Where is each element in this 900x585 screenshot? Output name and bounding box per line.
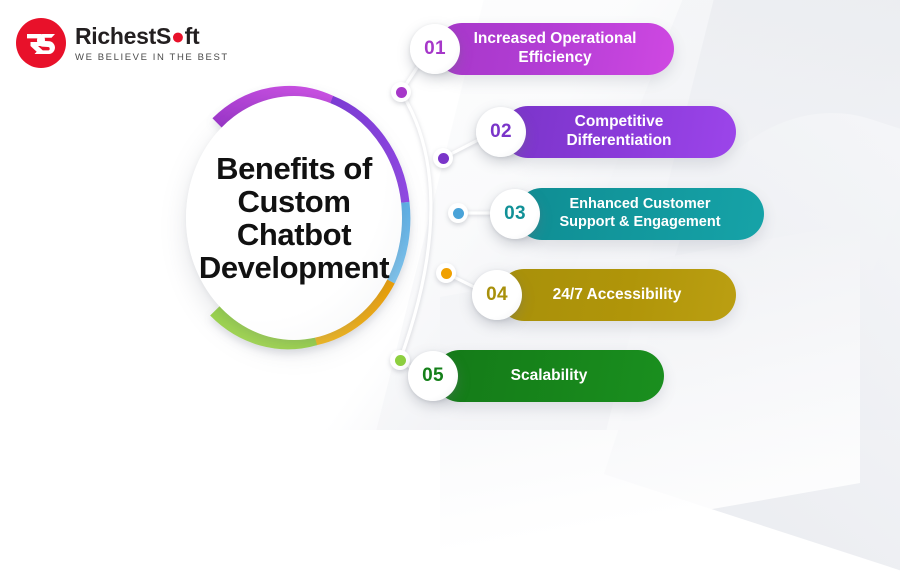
benefit-label-02-line-2: Differentiation (566, 132, 672, 149)
benefit-row-04[interactable]: 04 24/7 Accessibility (472, 269, 736, 321)
benefit-pill-05[interactable]: Scalability (434, 350, 664, 402)
benefit-label-01: Increased Operational Efficiency (474, 30, 637, 68)
benefit-row-03[interactable]: 03 Enhanced Customer Support & Engagemen… (490, 188, 764, 240)
ring-segment-04 (313, 276, 395, 346)
brand-name-part2: ft (184, 23, 200, 50)
title-line-1: Benefits of (216, 150, 372, 186)
ring-segment-05 (210, 304, 318, 350)
benefit-row-02[interactable]: 02 Competitive Differentiation (476, 106, 736, 158)
title-line-3: Chatbot (236, 217, 352, 252)
benefit-number-badge-01[interactable]: 01 (410, 24, 460, 74)
benefit-label-05-line-1: Scalability (510, 366, 588, 384)
benefit-number-badge-02[interactable]: 02 (476, 107, 526, 157)
title-line-2: Custom (237, 183, 351, 219)
benefit-label-01-line-2: Efficiency (518, 49, 592, 66)
benefit-label-02-line-1: Competitive (574, 113, 664, 131)
brand-logo-text: RichestS●ft WE BELIEVE IN THE BEST (75, 23, 229, 63)
title-line-4: Development (198, 250, 390, 286)
benefit-number-badge-04[interactable]: 04 (472, 270, 522, 320)
connector-node-05 (390, 350, 410, 370)
node-dot-04 (440, 267, 452, 279)
benefit-number-02: 02 (490, 121, 512, 142)
benefit-row-05[interactable]: 05 Scalability (408, 350, 664, 402)
connector-node-03 (448, 203, 468, 223)
brand-name-part1: RichestS (75, 23, 172, 50)
brand-name-dot: ● (171, 23, 185, 50)
benefit-label-01-line-1: Increased Operational (473, 30, 637, 48)
node-dot-05 (394, 354, 406, 366)
ring-segment-01 (212, 85, 334, 130)
hub-center-disc (186, 96, 402, 340)
benefit-number-03: 03 (504, 203, 526, 224)
brand-tagline: WE BELIEVE IN THE BEST (75, 52, 229, 64)
benefit-label-04: 24/7 Accessibility (553, 286, 682, 305)
connector-node-02 (433, 148, 453, 168)
brand-name: RichestS●ft (75, 25, 229, 48)
benefit-number-01: 01 (424, 38, 446, 59)
benefit-label-03-line-2: Support & Engagement (559, 214, 721, 230)
richestsoft-logo-icon (16, 18, 66, 68)
benefit-number-badge-03[interactable]: 03 (490, 189, 540, 239)
benefit-pill-01[interactable]: Increased Operational Efficiency (436, 23, 674, 75)
benefit-number-badge-05[interactable]: 05 (408, 351, 458, 401)
benefit-number-05: 05 (422, 365, 444, 386)
node-dot-02 (437, 152, 449, 164)
central-hub: Benefits of Custom Chatbot Development (172, 72, 418, 364)
connector-node-04 (436, 263, 456, 283)
benefit-label-03: Enhanced Customer Support & Engagement (559, 196, 720, 231)
benefit-pill-02[interactable]: Competitive Differentiation (502, 106, 736, 158)
benefit-label-02: Competitive Differentiation (566, 113, 671, 151)
brand-logo[interactable]: RichestS●ft WE BELIEVE IN THE BEST (16, 18, 229, 68)
node-dot-03 (452, 207, 464, 219)
benefit-pill-03[interactable]: Enhanced Customer Support & Engagement (516, 188, 764, 240)
benefit-row-01[interactable]: 01 Increased Operational Efficiency (410, 23, 674, 75)
connector-node-01 (391, 82, 411, 102)
benefit-number-04: 04 (486, 284, 508, 305)
benefit-label-03-line-1: Enhanced Customer (569, 196, 711, 213)
page-title: Benefits of Custom Chatbot Development (186, 96, 402, 340)
benefit-pill-04[interactable]: 24/7 Accessibility (498, 269, 736, 321)
benefit-label-04-line-1: 24/7 Accessibility (552, 285, 682, 303)
benefit-label-05: Scalability (511, 367, 588, 386)
node-dot-01 (395, 86, 407, 98)
